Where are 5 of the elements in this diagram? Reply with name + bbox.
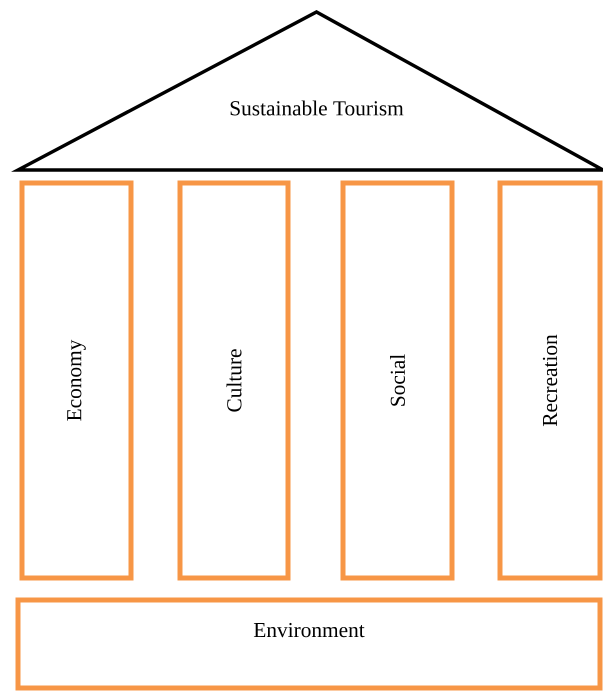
pillar-box: Social <box>340 180 454 580</box>
foundation-box: Environment <box>16 598 602 690</box>
pillar-box: Recreation <box>498 180 602 580</box>
pillar-box: Economy <box>20 180 134 580</box>
pillar-box: Culture <box>178 180 290 580</box>
